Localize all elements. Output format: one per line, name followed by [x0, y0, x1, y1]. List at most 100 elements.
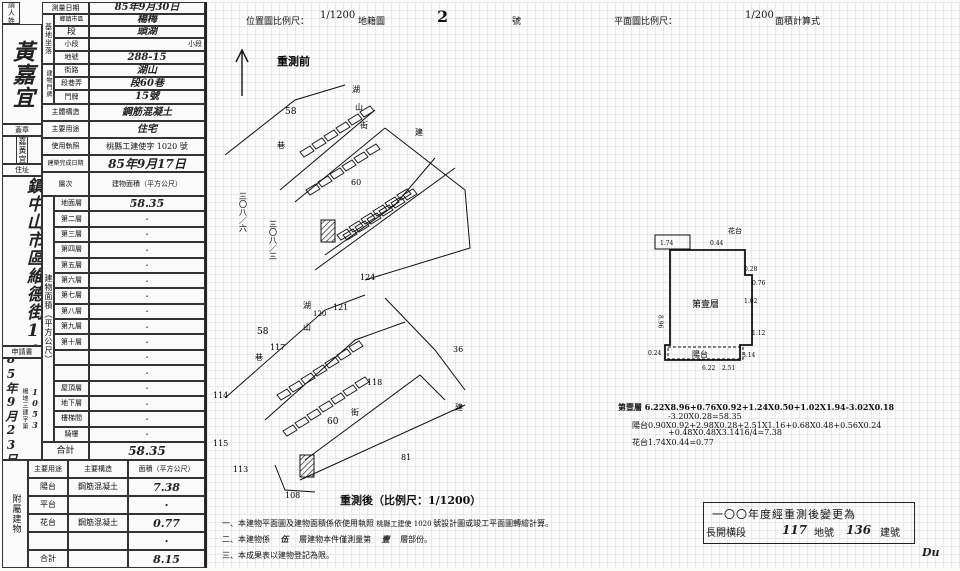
bottom-label-13: 113: [233, 465, 248, 474]
annex-use-cell: 合計: [28, 550, 68, 568]
lot-outline: [312, 364, 328, 377]
cadastral-map-number: 2: [437, 7, 449, 26]
lot-outline: [318, 400, 334, 413]
structure-value: 鋼筋混凝土: [89, 104, 205, 121]
bottom-label-8: 58: [257, 327, 269, 337]
floor-area-value: ·: [89, 319, 205, 335]
top-lots: [299, 105, 418, 241]
top-label-3: 巷: [277, 141, 285, 150]
lot-outline: [348, 340, 364, 353]
bottom-label-3: 湖: [303, 301, 311, 310]
floor-label: 第二層: [54, 211, 89, 227]
top-label-2: 街: [360, 120, 368, 130]
subsection-label: 小段: [54, 38, 89, 51]
lot-outline: [330, 392, 346, 405]
lot-outline: [372, 204, 388, 217]
annex-use-cell: 花台: [28, 514, 68, 532]
calc-line-2: 陽台0.90X0.92+2.98X0.28+2.51X1.16+0.68X0.4…: [632, 421, 882, 430]
total-label: 合計: [42, 442, 89, 460]
apply-no: 1053: [30, 387, 40, 431]
lot-outline: [300, 372, 316, 385]
calc-line-3: 花台1.74X0.44=0.77: [632, 438, 714, 447]
lot-outline: [323, 129, 339, 142]
floor-label: 第八層: [54, 303, 89, 319]
lot-outline: [384, 196, 400, 209]
lot-outline: [311, 137, 327, 150]
floor-area-value: ·: [89, 226, 205, 243]
annex-header-use: 主要用途: [28, 460, 68, 478]
survey-date: 85年9月30日: [89, 2, 205, 14]
bottom-label-17: 建: [455, 402, 463, 412]
section-label: 段: [54, 26, 89, 38]
floor-area-value: ·: [89, 334, 205, 350]
lot-outline: [317, 175, 333, 188]
floor-label: [54, 365, 89, 381]
annex-label: 附屬建物: [2, 460, 28, 568]
annex-struct-cell: 鋼筋混凝土: [68, 514, 128, 532]
dim-10: 1.02: [744, 298, 758, 305]
lane-value: 段60巷: [89, 77, 205, 90]
township-label: 鄉鎮市區: [54, 14, 89, 26]
bottom-label-0: 124: [360, 273, 375, 282]
bottom-label-10: 118: [367, 378, 382, 387]
lot-outline: [299, 145, 315, 158]
cadastral-map-label: 地籍圖: [358, 17, 386, 27]
dim-6: 6.22: [702, 365, 716, 372]
lane-label: 段巷弄: [54, 77, 89, 90]
floor-label: 第三層: [54, 226, 89, 243]
survey-date-label: 測量日期: [42, 2, 89, 14]
dim-8: 2.51: [722, 365, 735, 372]
number-value: 15號: [89, 90, 205, 104]
note-1-permit: 桃縣工建使 1020: [376, 520, 432, 528]
floor-area-value: ·: [89, 349, 205, 366]
room-label: 第壹層: [692, 298, 719, 310]
complete-date: 85年9月17日: [89, 155, 205, 172]
bottom-site-map: [224, 294, 466, 493]
street-label: 街路: [54, 64, 89, 77]
annex-use-cell: [28, 532, 68, 550]
note-1: 一、本建物平面圖及建物面積係依使用執照 桃縣工建使 1020 號設計圖或竣工平面…: [222, 518, 553, 529]
floor-area-value: ·: [89, 242, 205, 258]
total-value: 58.35: [89, 442, 205, 460]
permit-value: 桃縣工建使字 1020 號: [89, 138, 205, 155]
seal-area: 嘉黃宜: [2, 136, 42, 164]
floor-label: 地下層: [54, 395, 89, 412]
lot-outline: [341, 159, 357, 172]
note-2: 二、本建物係 伍 層建物本件僅測量第 壹 層部份。: [222, 534, 432, 545]
lot-outline: [335, 121, 351, 134]
floor-area-value: ·: [89, 211, 205, 227]
lot-outline: [354, 220, 370, 233]
balcony-label: 陽台: [692, 349, 708, 359]
top-label-1: 山: [355, 102, 363, 112]
floor-label: 第五層: [54, 257, 89, 273]
location-scale-label: 位置圖比例尺：: [246, 17, 310, 27]
lot-outline: [348, 220, 364, 233]
renumber-stamp: 一〇〇年度經重測後變更為 長開横段 117 地號 136 建號: [703, 502, 915, 544]
lot-outline: [282, 424, 298, 437]
floor-label: [54, 349, 89, 366]
bottom-label-9: 117: [270, 343, 285, 352]
dim-3: 0.76: [752, 280, 766, 287]
lot-value: 288-15: [89, 51, 205, 64]
bottom-lots: [276, 340, 370, 437]
stamp-build-no: 136: [846, 523, 872, 537]
lot-outline: [336, 228, 352, 241]
floor-area-header: 建物面積（平方公尺）: [89, 172, 205, 196]
location-maps: 重測前 湖 山 街 巷 60 58 建 三〇八／六 三〇八／三: [213, 48, 471, 500]
location-scale: 1/1200: [320, 10, 356, 21]
annex-area-cell: ·: [128, 532, 205, 550]
note-1-text: 一、本建物平面圖及建物面積係依使用執照: [222, 519, 374, 528]
street-value: 湖山: [89, 64, 205, 77]
lot-outline: [342, 384, 358, 397]
calc-line-1: 第壹層 6.22X8.96+0.76X0.92+1.24X0.50+1.02X1…: [618, 402, 895, 412]
lot-outline: [359, 105, 375, 118]
floor-area-value: ·: [89, 380, 205, 396]
floor-area-value: ·: [89, 303, 205, 319]
lot-outline: [360, 212, 376, 225]
dim-1: 0.44: [710, 240, 724, 247]
applicant-name: 黃嘉宜: [2, 24, 42, 124]
seal-label: 蓋章: [2, 124, 42, 136]
floor-label: 第七層: [54, 288, 89, 304]
map-number-suffix: 號: [512, 17, 522, 27]
annex-header-area: 面積（平方公尺）: [128, 460, 205, 478]
